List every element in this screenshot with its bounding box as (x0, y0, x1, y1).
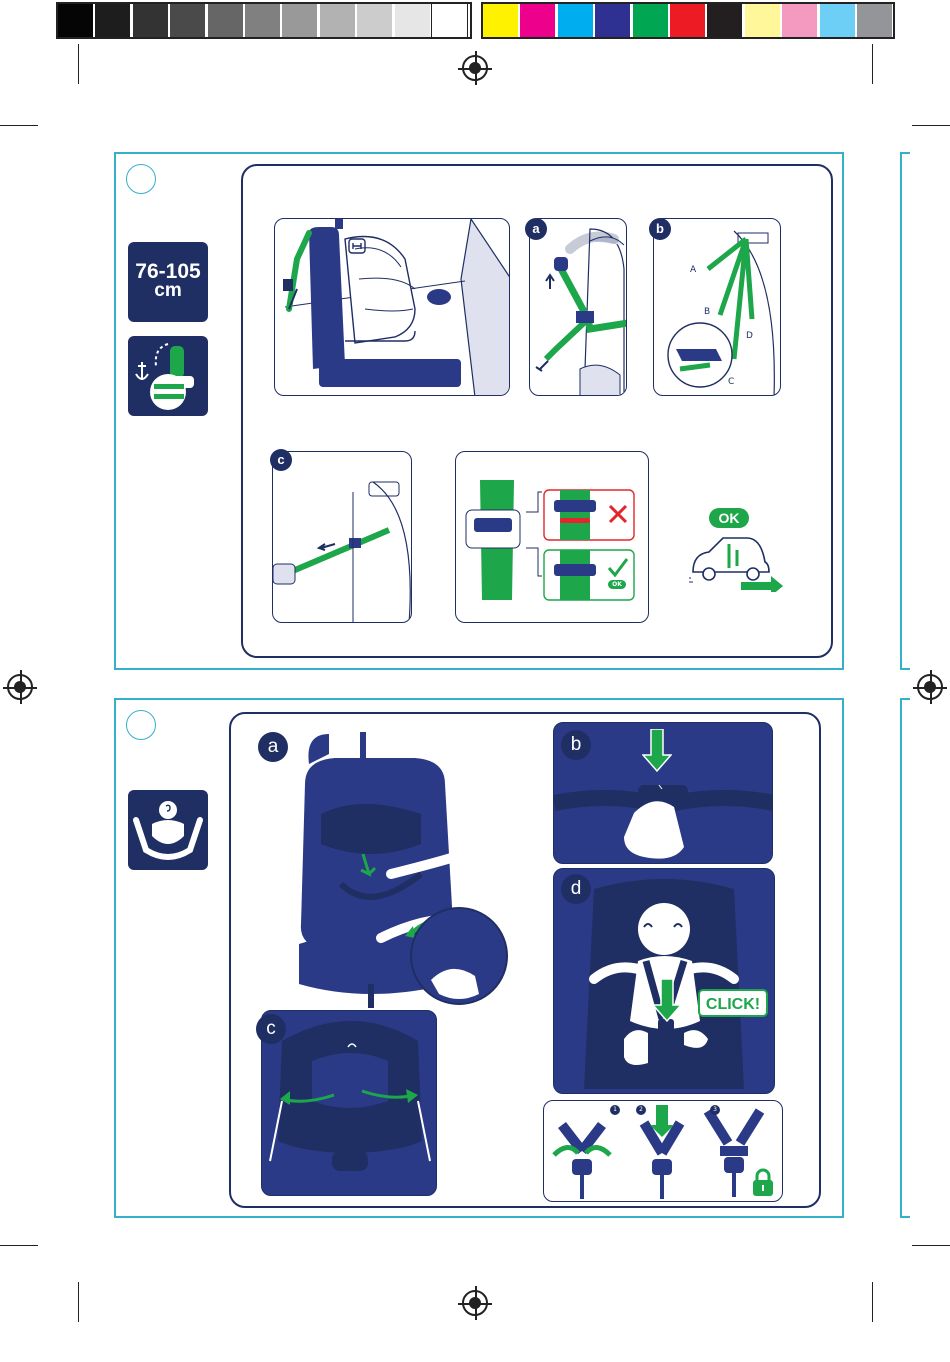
process-color-frame (481, 2, 895, 39)
buckle-step-3-badge: 3 (710, 1105, 720, 1115)
car-driving-icon (689, 532, 789, 592)
registration-mark (7, 674, 33, 700)
gray-scale-frame (56, 2, 472, 39)
crop-mark (872, 1282, 873, 1322)
step-c-badge: c (256, 1014, 286, 1044)
height-range-value: 76-105 (128, 262, 208, 281)
step-b-badge: b (649, 218, 671, 240)
ok-small-badge: OK (608, 580, 626, 589)
crop-mark (872, 44, 873, 84)
height-range-badge: 76-105 cm (128, 242, 208, 322)
arrow-down-icon (652, 979, 682, 1023)
crop-mark (912, 125, 950, 126)
cross-icon (606, 502, 630, 526)
step-c-badge: c (270, 449, 292, 471)
step-a-harness-release-illustration (281, 724, 521, 1010)
crop-mark (78, 44, 79, 84)
section-1-instructions-card: a A B C D b (241, 164, 833, 658)
section-1-panel: 76-105 cm (114, 152, 844, 670)
buckle-sequence-illustration: 1 2 3 (543, 1100, 783, 1202)
step-a-tether-illustration (529, 218, 627, 396)
step-a-badge: a (258, 732, 288, 762)
section-2-number-circle (126, 710, 156, 740)
next-page-frame-edge (900, 698, 910, 1218)
routing-point-c: C (728, 377, 734, 387)
belt-tension-indicator-illustration: OK (455, 451, 649, 623)
section-2-panel: a b (114, 698, 844, 1218)
arrow-down-icon (642, 729, 672, 773)
step-d-badge: d (561, 874, 591, 904)
crop-mark (78, 1282, 79, 1322)
check-icon (606, 556, 630, 578)
step-d-harness-buckled-illustration: CLICK! (553, 868, 775, 1094)
buckle-step-1-badge: 1 (610, 1105, 620, 1115)
crop-mark (0, 1245, 38, 1246)
step-b-belt-routing-illustration: A B C D (653, 218, 781, 396)
crop-mark (0, 125, 38, 126)
child-harness-icon (128, 790, 208, 870)
padlock-icon (752, 1167, 774, 1197)
click-label: CLICK! (698, 989, 768, 1017)
section-2-instructions-card: a b (229, 712, 821, 1208)
step-c-harness-open-illustration (261, 1010, 437, 1196)
section-1-number-circle (126, 164, 156, 194)
step-c-tighten-illustration (272, 451, 412, 623)
seat-installed-illustration (274, 218, 510, 396)
ok-badge: OK (709, 508, 749, 528)
routing-point-b: B (704, 307, 710, 317)
step-a-badge: a (525, 218, 547, 240)
isofix-anchor-belt-icon (128, 336, 208, 416)
buckle-step-2-badge: 2 (636, 1105, 646, 1115)
registration-mark (462, 55, 488, 81)
routing-point-d: D (746, 331, 753, 341)
height-range-unit: cm (128, 281, 208, 300)
step-b-badge: b (561, 730, 591, 760)
registration-mark (462, 1290, 488, 1316)
registration-mark (917, 674, 943, 700)
routing-point-a: A (690, 265, 696, 275)
next-page-frame-edge (900, 152, 910, 670)
crop-mark (912, 1245, 950, 1246)
